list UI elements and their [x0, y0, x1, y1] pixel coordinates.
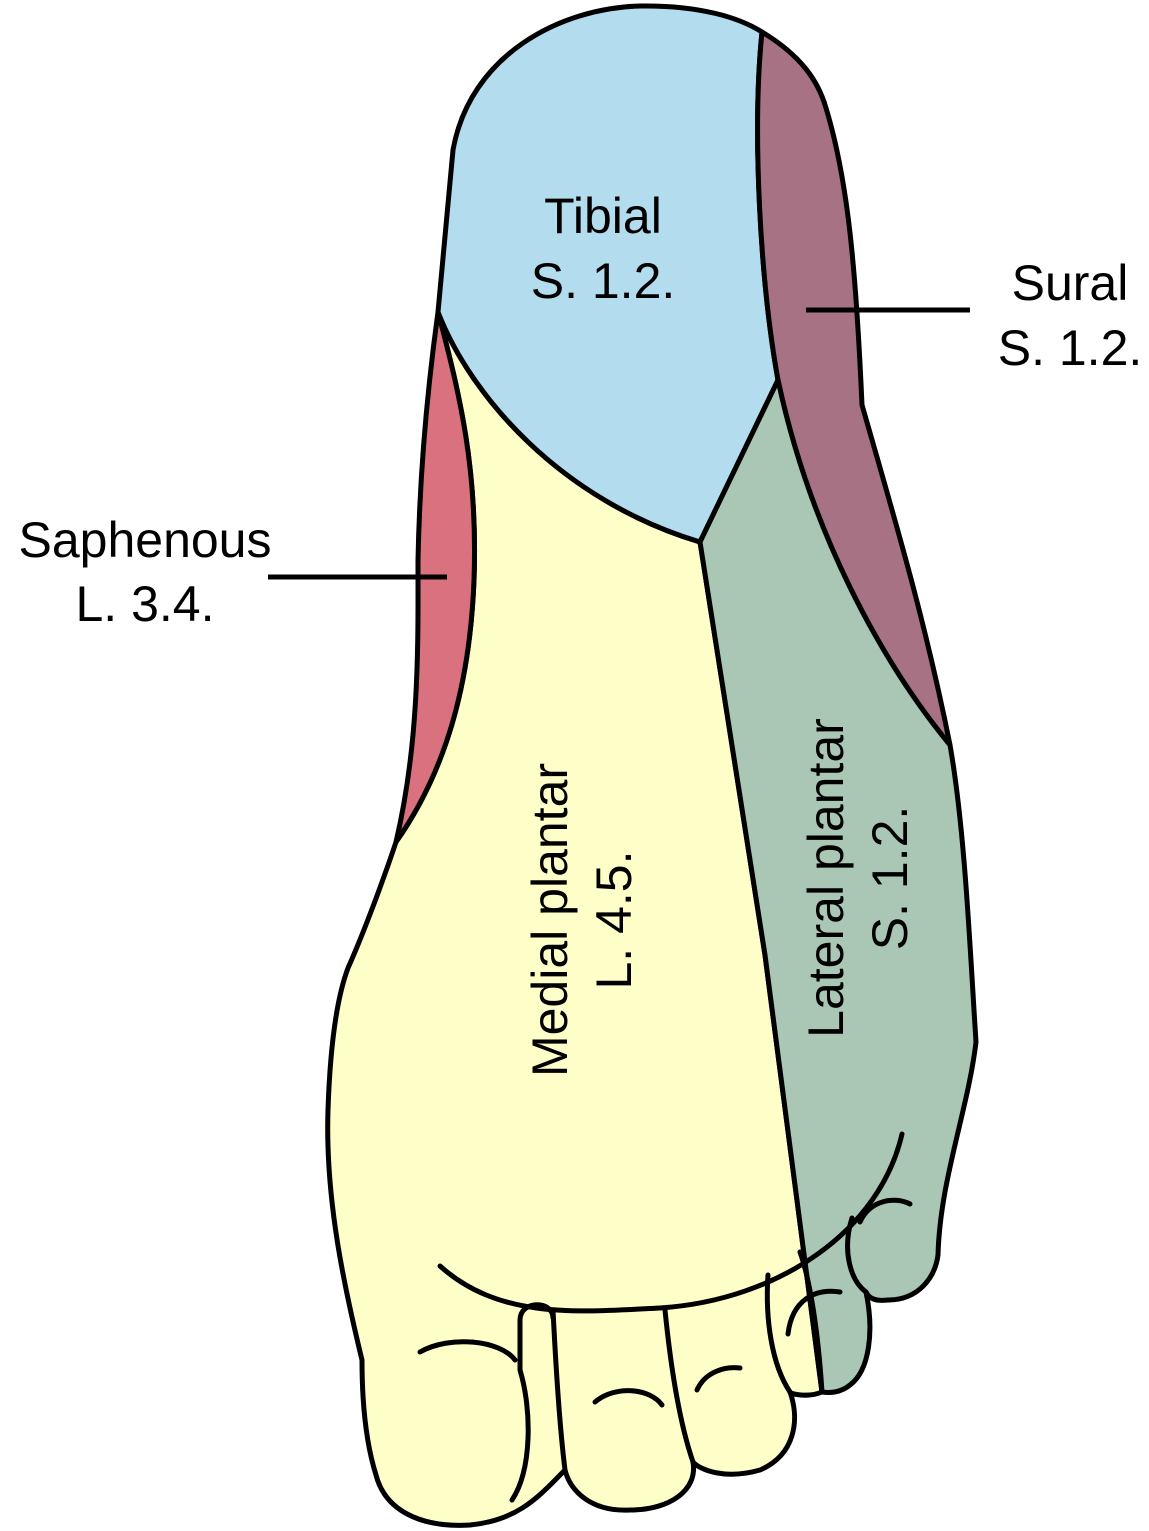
- tibial-segments-label: S. 1.2.: [531, 253, 676, 309]
- tibial-label: Tibial: [544, 188, 662, 244]
- saphenous-segments-label: L. 3.4.: [76, 576, 215, 632]
- medial-plantar-segments-label: L. 4.5.: [586, 851, 642, 990]
- sural-region: [755, 29, 953, 748]
- lateral-plantar-label-group: Lateral plantar S. 1.2.: [798, 718, 918, 1038]
- fourth-toe-pad: [785, 1288, 843, 1337]
- second-toe-pad: [592, 1388, 665, 1408]
- second-third-toe-gap: [662, 1307, 696, 1465]
- lateral-plantar-segments-label: S. 1.2.: [862, 806, 918, 951]
- fourth-toe-outline: [764, 1272, 793, 1395]
- saphenous-label: Saphenous: [18, 512, 271, 568]
- lateral-plantar-region: [697, 377, 979, 1395]
- great-toe-gap: [517, 1302, 556, 1373]
- great-toe-gap-edge: [509, 1367, 531, 1503]
- second-toe-gap: [550, 1307, 568, 1473]
- ball-of-foot-line: [437, 1131, 905, 1314]
- fifth-toe-pad: [857, 1197, 913, 1225]
- great-toe-pad: [417, 1339, 518, 1363]
- sural-label: Sural: [1012, 255, 1129, 311]
- sural-segments-label: S. 1.2.: [998, 320, 1143, 376]
- medial-plantar-label-group: Medial plantar L. 4.5.: [522, 763, 642, 1077]
- third-toe-pad: [694, 1365, 743, 1393]
- lateral-plantar-label: Lateral plantar: [798, 718, 854, 1038]
- medial-plantar-label: Medial plantar: [522, 763, 578, 1077]
